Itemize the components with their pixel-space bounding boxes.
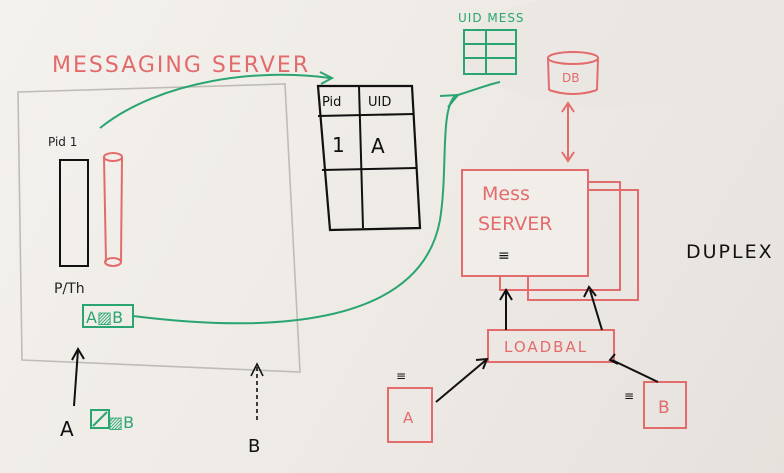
table-header-uid: UID — [368, 95, 391, 110]
client-b-box — [643, 381, 687, 429]
connection-label: A▨B — [86, 308, 123, 327]
mess-server-box — [461, 169, 589, 277]
db-cylinder — [547, 51, 599, 95]
messaging-server-box — [17, 83, 301, 373]
pid-to-table-arrow — [99, 73, 331, 129]
pid-label: Pid 1 — [48, 135, 77, 149]
client-b-label: B — [658, 398, 670, 418]
board-smudge — [460, 0, 784, 110]
client-b-to-lb-arrow — [608, 353, 659, 383]
thread-cylinder — [103, 152, 123, 267]
table-cell-pid: 1 — [332, 133, 345, 157]
left-client-a-box-icon — [90, 409, 110, 429]
table-header-pid: Pid — [322, 95, 341, 110]
left-client-b-label: B — [248, 436, 260, 457]
mess-server-mark: ≡ — [498, 248, 510, 264]
uidmess-link — [457, 81, 501, 96]
load-balancer-label: LOADBAL — [504, 338, 588, 356]
uid-mess-label: UID MESS — [458, 11, 525, 25]
client-a-mark: ≡ — [396, 369, 406, 383]
process-thread-label: P/Th — [54, 281, 85, 297]
connection-to-uidmess-arrow — [132, 95, 456, 325]
messaging-server-title: MESSAGING SERVER — [52, 53, 310, 78]
left-client-a-label: A — [60, 417, 74, 441]
mess-server-line1: Mess — [482, 183, 530, 205]
left-client-a-arrow — [71, 346, 85, 407]
mess-server-line2: SERVER — [478, 213, 552, 235]
left-client-a-to-b: ▨B — [108, 413, 134, 432]
lb-to-server-arrows — [499, 285, 603, 331]
pid-to-table-arrowhead — [319, 71, 335, 85]
db-label: DB — [562, 71, 579, 85]
load-balancer-box — [487, 329, 615, 363]
left-client-b-arrow — [250, 362, 264, 420]
uid-mess-table — [463, 29, 517, 75]
client-a-box — [387, 387, 433, 443]
db-server-link — [561, 101, 575, 163]
left-client-a-box-slash — [92, 411, 108, 427]
pid-uid-table — [316, 84, 422, 232]
client-b-mark: ≡ — [624, 389, 634, 403]
connection-to-uidmess-arrowhead — [439, 93, 461, 108]
table-cell-uid: A — [371, 134, 385, 158]
client-a-label: A — [403, 409, 414, 427]
duplex-label: DUPLEX — [686, 241, 774, 263]
client-a-to-lb-arrow — [435, 357, 489, 403]
process-block — [59, 159, 89, 267]
